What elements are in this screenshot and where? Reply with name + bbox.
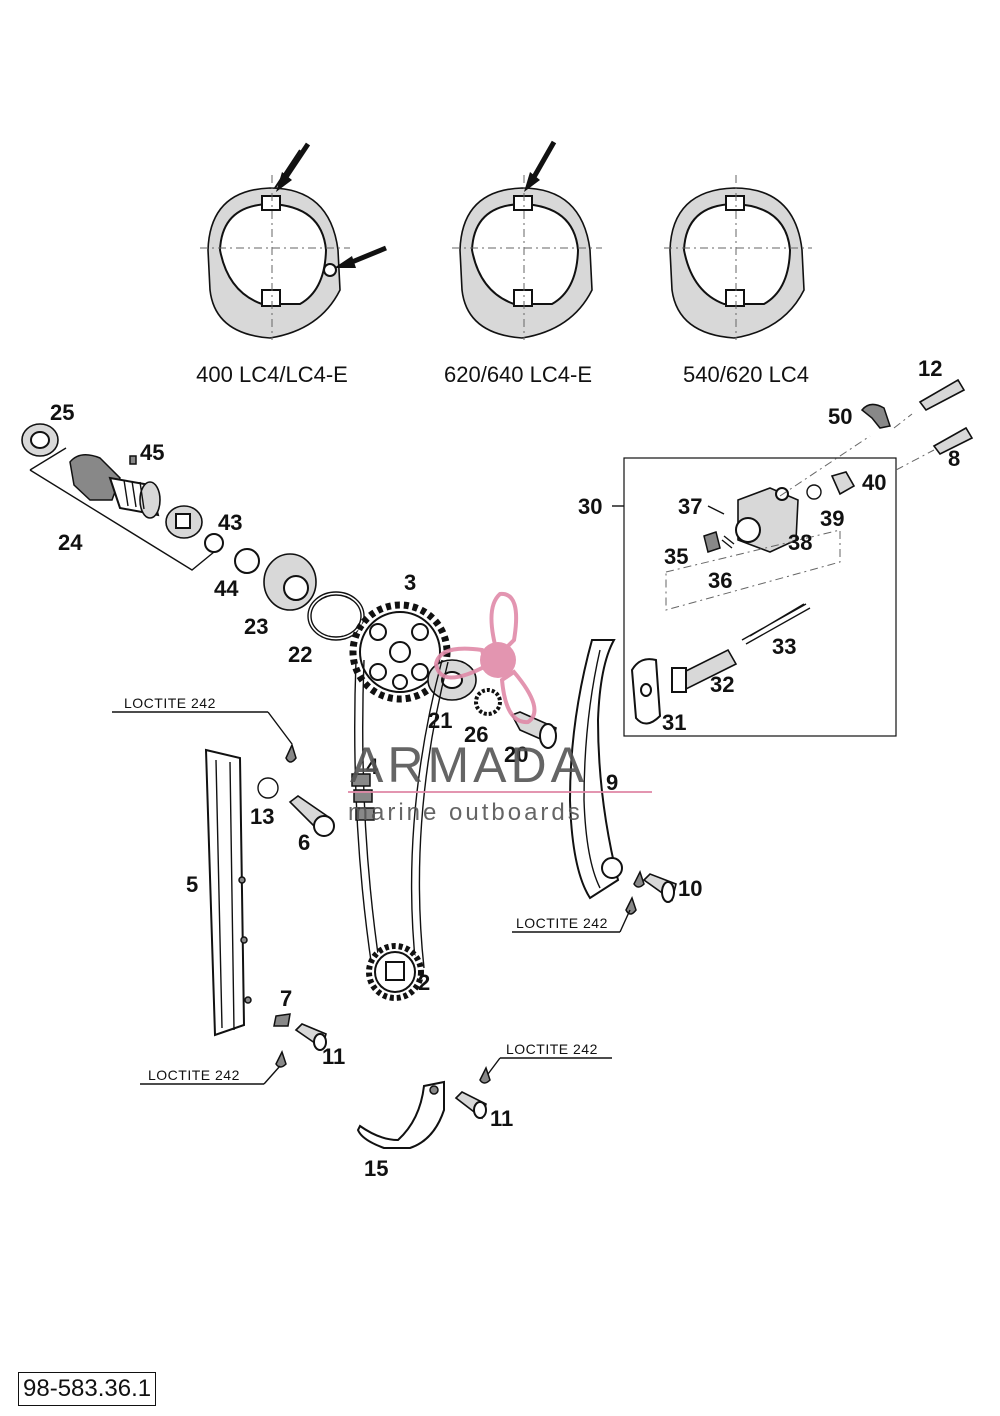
bolt-10 <box>642 873 677 903</box>
propeller-logo-icon <box>433 591 537 725</box>
loctite-drop-icon <box>275 1050 287 1068</box>
part-number: 13 <box>250 804 274 829</box>
part-number: 33 <box>772 634 796 659</box>
clamp-50 <box>860 403 891 429</box>
part-number: 22 <box>288 642 312 667</box>
camshaft-sprocket <box>349 601 451 703</box>
lock-washer-26 <box>474 688 502 716</box>
camshaft-assembly <box>21 423 365 641</box>
part-number: 6 <box>298 830 310 855</box>
tensioner-assembly-box <box>612 457 897 737</box>
timing-chain <box>351 659 449 969</box>
loctite-label: LOCTITE 242 <box>516 915 608 931</box>
tensioner-rail <box>568 639 623 900</box>
loctite-label: LOCTITE 242 <box>506 1041 598 1057</box>
part-number: 12 <box>918 356 942 381</box>
part-number: 23 <box>244 614 268 639</box>
document-id: 98-583.36.1 <box>18 1372 157 1406</box>
bolt-12 <box>918 378 966 412</box>
part-number: 15 <box>364 1156 388 1181</box>
part-number: 4 <box>366 754 379 779</box>
loctite-label: LOCTITE 242 <box>124 695 216 711</box>
part-number: 7 <box>280 986 292 1011</box>
part-number: 44 <box>214 576 239 601</box>
chain-guide-rail <box>204 748 252 1037</box>
chain-guide-15 <box>356 1080 445 1149</box>
part-number: 25 <box>50 400 74 425</box>
part-number: 11 <box>490 1106 513 1131</box>
part-number: 2 <box>418 970 430 995</box>
part-number: 11 <box>322 1044 345 1069</box>
part-number: 9 <box>606 770 618 795</box>
part-number: 37 <box>678 494 702 519</box>
loctite-drop-icon <box>625 896 637 915</box>
washer-13 <box>257 777 279 799</box>
bolt-11a <box>294 1023 327 1051</box>
cam-variant-400: 400 LC4/LC4-E <box>196 142 387 387</box>
part-number: 43 <box>218 510 242 535</box>
part-number: 30 <box>578 494 602 519</box>
watermark: ARMADA marine outboards <box>348 591 652 826</box>
part-number: 39 <box>820 506 844 531</box>
part-number: 35 <box>664 544 688 569</box>
bolt-8 <box>932 426 974 456</box>
variant-label-400: 400 LC4/LC4-E <box>196 362 348 387</box>
bolt-11b <box>454 1091 487 1120</box>
part-number: 36 <box>708 568 732 593</box>
pivot-pin-6 <box>288 795 335 837</box>
part-number: 20 <box>504 742 528 767</box>
part-number: 50 <box>828 404 852 429</box>
loctite-drop-icon <box>285 742 297 763</box>
cam-variant-540-620: 540/620 LC4 <box>664 175 812 387</box>
part-number: 21 <box>428 708 452 733</box>
part-number: 32 <box>710 672 734 697</box>
nut-7 <box>273 1013 291 1027</box>
arrow-icon <box>334 256 356 268</box>
part-number: 24 <box>58 530 83 555</box>
part-number: 3 <box>404 570 416 595</box>
watermark-brand: ARMADA <box>350 737 588 793</box>
part-number: 8 <box>948 446 960 471</box>
part-number: 10 <box>678 876 702 901</box>
variant-label-540-620: 540/620 LC4 <box>683 362 809 387</box>
part-number: 26 <box>464 722 488 747</box>
part-number: 31 <box>662 710 686 735</box>
part-number: 45 <box>140 440 164 465</box>
part-number: 38 <box>788 530 812 555</box>
part-number: 5 <box>186 872 198 897</box>
crankshaft-sprocket <box>366 943 424 1001</box>
loctite-label: LOCTITE 242 <box>148 1067 240 1083</box>
cam-variant-620-640: 620/640 LC4-E <box>444 140 602 387</box>
variant-label-620-640: 620/640 LC4-E <box>444 362 592 387</box>
loctite-drop-icon <box>479 1066 491 1084</box>
part-number: 40 <box>862 470 886 495</box>
watermark-tagline: marine outboards <box>348 799 583 826</box>
